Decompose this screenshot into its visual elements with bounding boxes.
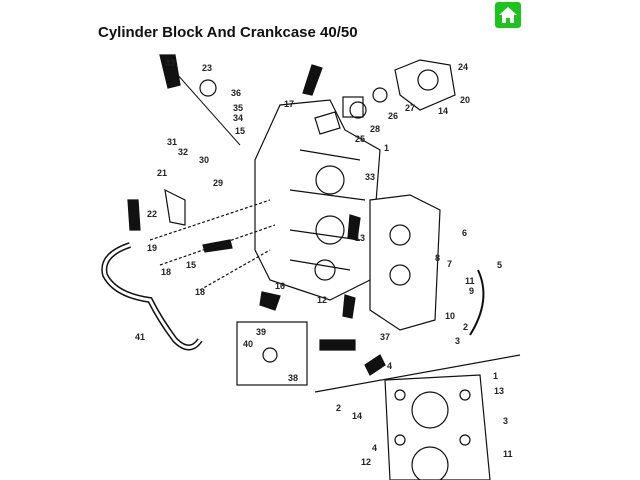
callout-22: 22	[147, 209, 157, 219]
callout-28: 28	[370, 124, 380, 134]
callout-15: 15	[235, 126, 245, 136]
callout-26: 26	[388, 111, 398, 121]
callout-18: 18	[161, 267, 171, 277]
callout-19: 19	[147, 243, 157, 253]
callout-5: 5	[497, 260, 502, 270]
callout-lower-12: 12	[361, 457, 371, 467]
callout-7: 7	[447, 259, 452, 269]
callout-18b: 18	[195, 287, 205, 297]
callout-35: 35	[233, 103, 243, 113]
callout-37: 37	[380, 332, 390, 342]
callout-3: 3	[455, 336, 460, 346]
callout-lower-1: 1	[493, 371, 498, 381]
callout-23: 23	[202, 63, 212, 73]
callout-14: 14	[438, 106, 448, 116]
callout-lower-14: 14	[352, 411, 362, 421]
callout-6: 6	[462, 228, 467, 238]
callout-13: 13	[355, 233, 365, 243]
callout-40: 40	[243, 339, 253, 349]
callout-27: 27	[405, 103, 415, 113]
callout-12: 12	[317, 295, 327, 305]
callout-31: 31	[167, 137, 177, 147]
callout-8: 8	[435, 253, 440, 263]
callout-lower-4: 4	[372, 443, 377, 453]
callout-36: 36	[231, 88, 241, 98]
home-button[interactable]	[495, 2, 521, 28]
callout-lower-13: 13	[494, 386, 504, 396]
callout-lower-3: 3	[503, 416, 508, 426]
callout-33: 33	[165, 58, 175, 68]
callout-21: 21	[157, 168, 167, 178]
callout-24: 24	[458, 62, 468, 72]
diagram-drawing	[101, 54, 521, 480]
callout-39: 39	[256, 327, 266, 337]
callout-41: 41	[135, 332, 145, 342]
callout-16: 16	[275, 281, 285, 291]
callout-labels: 23 33 36 35 34 15 17 31 32 30 29 21 22 1…	[135, 58, 513, 467]
callout-4: 4	[387, 361, 392, 371]
callout-34: 34	[233, 113, 243, 123]
callout-15b: 15	[186, 260, 196, 270]
callout-lower-2: 2	[336, 403, 341, 413]
page-title: Cylinder Block And Crankcase 40/50	[98, 24, 358, 41]
callout-1: 1	[384, 143, 389, 153]
callout-29: 29	[213, 178, 223, 188]
callout-9: 9	[469, 286, 474, 296]
callout-lower-11: 11	[503, 449, 513, 459]
callout-38: 38	[288, 373, 298, 383]
callout-33b: 33	[365, 172, 375, 182]
callout-10: 10	[445, 311, 455, 321]
callout-2: 2	[463, 322, 468, 332]
callout-25: 25	[355, 134, 365, 144]
callout-32: 32	[178, 147, 188, 157]
home-icon	[499, 7, 517, 23]
callout-20: 20	[460, 95, 470, 105]
callout-11: 11	[465, 276, 475, 286]
callout-17: 17	[284, 99, 294, 109]
callout-30: 30	[199, 155, 209, 165]
